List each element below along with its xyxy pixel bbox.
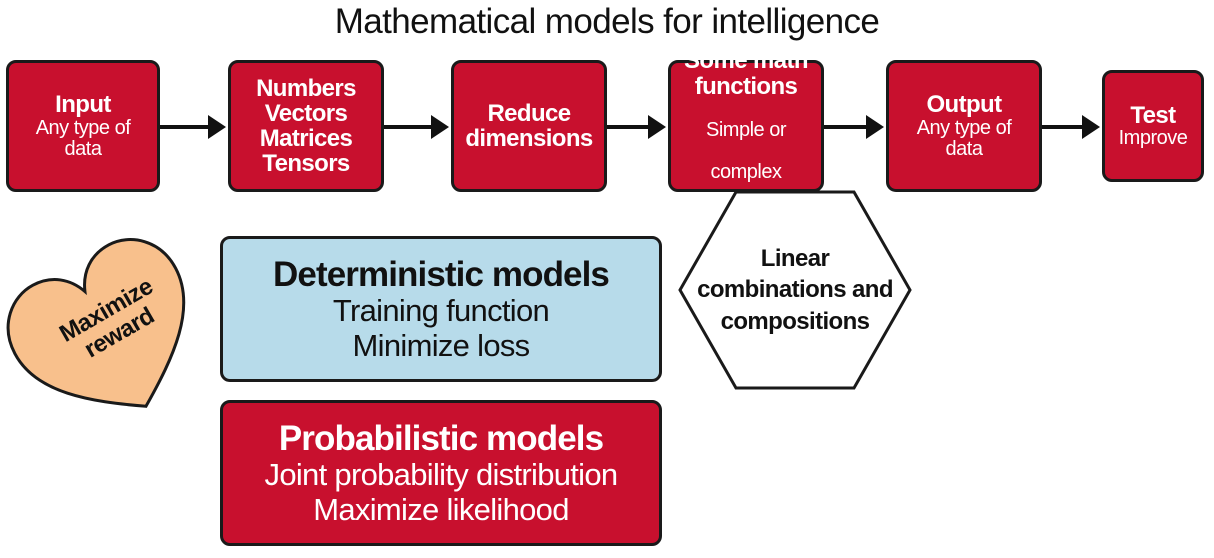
hexagon-label-line: compositions: [720, 307, 870, 335]
step-test-subtext-line: Improve: [1118, 127, 1188, 150]
step-output: Output Any type of data: [886, 60, 1042, 192]
heart-shape: [6, 238, 186, 408]
diagram-title: Mathematical models for intelligence: [334, 2, 880, 41]
step-math-functions: Some math functions Simple or complex: [668, 48, 824, 192]
arrow-input-to-data: [160, 115, 226, 139]
arrow-output-to-test: [1042, 115, 1100, 139]
hexagon-label: Linear combinations and compositions: [678, 190, 912, 390]
step-math-functions-subtext-line: Simple or: [706, 118, 786, 141]
deterministic-models-box: Deterministic models Training function M…: [220, 236, 662, 382]
arrow-reduce-to-functions: [607, 115, 666, 139]
step-test-heading: Test: [1130, 101, 1176, 129]
probabilistic-models-box: Probabilistic models Joint probability d…: [220, 400, 662, 546]
step-math-functions-heading: Some math functions: [684, 47, 809, 100]
step-test-subtext: Improve: [1119, 128, 1188, 149]
arrow-data-to-reduce: [384, 115, 449, 139]
deterministic-models-title: Deterministic models: [273, 254, 610, 294]
step-output-subtext-line: data: [945, 137, 983, 160]
probabilistic-models-line: Joint probability distribution: [264, 456, 619, 492]
step-reduce-dimensions: Reduce dimensions: [451, 60, 607, 192]
arrow-functions-to-output: [824, 115, 884, 139]
step-input-subtext-line: Any type of: [35, 116, 131, 139]
hexagon-shape: [678, 190, 912, 390]
deterministic-models-line: Training function: [332, 292, 550, 328]
step-output-subtext-line: Any type of: [916, 116, 1012, 139]
probabilistic-models-title: Probabilistic models: [278, 418, 604, 458]
step-input: Input Any type of data: [6, 60, 160, 192]
step-output-heading: Output: [926, 91, 1002, 119]
step-reduce-dimensions-heading: Reduce dimensions: [465, 99, 593, 152]
step-math-functions-subtext: Simple or complex: [706, 99, 786, 204]
hexagon-label-line: Linear: [760, 245, 830, 273]
step-input-heading: Input: [55, 91, 111, 119]
step-data-structures-heading: Numbers Vectors Matrices Tensors: [256, 74, 356, 178]
step-input-subtext: Any type of data: [35, 116, 131, 160]
step-output-subtext: Any type of data: [916, 116, 1012, 160]
step-input-subtext-line: data: [64, 137, 102, 160]
deterministic-models-line: Minimize loss: [352, 327, 531, 363]
hexagon-label-line: combinations and: [697, 276, 893, 304]
step-data-structures: Numbers Vectors Matrices Tensors: [228, 60, 384, 192]
probabilistic-models-line: Maximize likelihood: [313, 491, 569, 527]
step-math-functions-subtext-line: complex: [710, 160, 782, 183]
step-test: Test Improve: [1102, 70, 1204, 182]
